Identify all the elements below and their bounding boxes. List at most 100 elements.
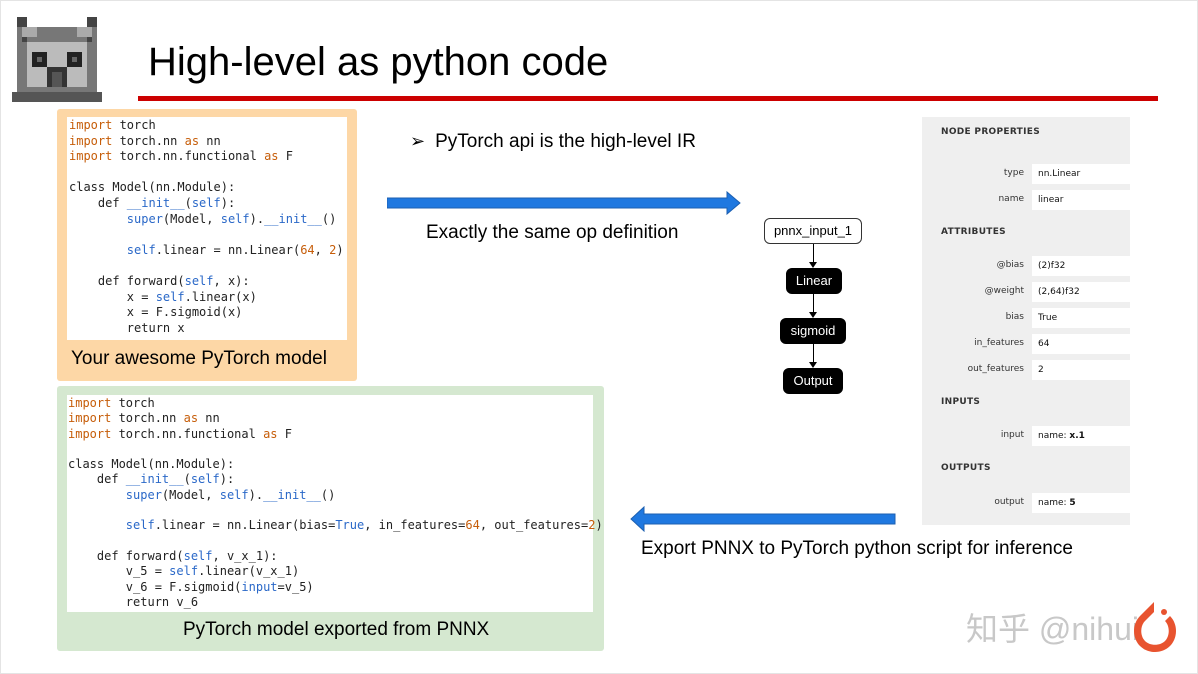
bullet-point: ➢PyTorch api is the high-level IR xyxy=(410,131,696,153)
code-token: =v_5) xyxy=(277,579,314,594)
code-token xyxy=(68,518,126,532)
pixel-cat-logo-icon xyxy=(12,17,102,102)
node-properties-panel: NODE PROPERTIES type nn.Linear name line… xyxy=(922,117,1130,525)
code-token: 2 xyxy=(329,242,337,257)
code-token: as xyxy=(263,426,278,441)
code-token: , in_features= xyxy=(364,518,466,533)
code-token: torch.nn.functional xyxy=(111,426,264,441)
code-token: , xyxy=(314,242,330,257)
code-token: ): xyxy=(220,195,236,210)
code-token: 64 xyxy=(300,242,315,257)
inputs-header: INPUTS xyxy=(941,397,981,407)
code-token: def forward( xyxy=(68,548,184,563)
graph-edge-arrowhead xyxy=(809,362,817,368)
export-note: Export PNNX to PyTorch python script for… xyxy=(641,538,1073,559)
code-token: nn xyxy=(199,133,221,148)
code-line: import torch.nn as nn xyxy=(68,411,592,426)
code-token: torch.nn xyxy=(111,411,184,426)
code-token xyxy=(69,243,127,257)
code-token: , out_features= xyxy=(479,518,589,533)
code-token: ): xyxy=(219,472,235,487)
code-token: 64 xyxy=(465,518,480,533)
code-line: x = F.sigmoid(x) xyxy=(69,305,345,321)
code-token: __init__ xyxy=(264,211,322,226)
bullet-text: PyTorch api is the high-level IR xyxy=(435,131,696,152)
attr-key: @weight xyxy=(984,286,1024,296)
code-token: .linear = nn.Linear(bias= xyxy=(154,518,336,533)
code-token: input xyxy=(241,579,278,594)
prop-value-type[interactable]: nn.Linear xyxy=(1032,164,1130,184)
code-token: .linear(x) xyxy=(184,289,257,304)
prop-value-name[interactable]: linear xyxy=(1032,190,1130,210)
code-token: return v_6 xyxy=(68,594,199,609)
code-token: ). xyxy=(249,211,265,226)
code-line xyxy=(68,534,592,549)
code-token: import xyxy=(68,396,112,410)
code-token: self xyxy=(183,548,213,563)
code-token: __init__ xyxy=(263,487,321,502)
code-token: self xyxy=(190,472,220,487)
code-token: F xyxy=(277,426,292,441)
code-token: nn xyxy=(198,411,220,426)
code-token: as xyxy=(264,149,279,164)
attr-value[interactable]: True xyxy=(1032,308,1130,328)
code-token: x = F.sigmoid(x) xyxy=(69,305,243,320)
graph-node-sigmoid[interactable]: sigmoid xyxy=(780,318,846,344)
code-token: super xyxy=(126,211,163,226)
code-token: self xyxy=(191,195,221,210)
code-line: return x xyxy=(69,321,345,337)
attr-value[interactable]: 64 xyxy=(1032,334,1130,354)
code-token: import xyxy=(68,426,112,441)
output-name-prefix: name: xyxy=(1038,498,1070,508)
watermark-text: 知乎 @nihui xyxy=(966,611,1139,647)
code-token: import xyxy=(69,133,113,148)
attr-key: @bias xyxy=(996,260,1024,270)
title-underline xyxy=(138,96,1158,101)
attributes-header: ATTRIBUTES xyxy=(941,227,1006,237)
graph-node-output[interactable]: Output xyxy=(783,368,843,394)
code-token: 2 xyxy=(588,518,596,533)
code-token: self xyxy=(184,273,214,288)
original-model-caption: Your awesome PyTorch model xyxy=(71,348,327,369)
code-token: () xyxy=(320,487,336,502)
code-line: def forward(self, v_x_1): xyxy=(68,549,592,564)
code-token: ). xyxy=(248,487,264,502)
code-token: v_6 = F.sigmoid( xyxy=(68,579,242,594)
code-line: return v_6 xyxy=(68,595,592,610)
output-value[interactable]: name: 5 xyxy=(1032,493,1130,513)
code-line xyxy=(69,258,345,274)
code-line xyxy=(68,503,592,518)
graph-node-input[interactable]: pnnx_input_1 xyxy=(764,218,862,244)
code-token: (Model, xyxy=(162,211,221,226)
slide-title: High-level as python code xyxy=(148,40,609,84)
input-value[interactable]: name: x.1 xyxy=(1032,426,1130,446)
code-token: self xyxy=(220,211,250,226)
code-line: v_5 = self.linear(v_x_1) xyxy=(68,564,592,579)
graph-node-linear[interactable]: Linear xyxy=(786,268,842,294)
code-token: self xyxy=(219,487,249,502)
code-token: ) xyxy=(595,518,603,533)
code-token: True xyxy=(335,518,365,533)
code-token: def xyxy=(68,472,126,487)
code-token: v_5 = xyxy=(68,564,170,579)
code-token: self xyxy=(169,564,199,579)
code-token: self xyxy=(155,289,185,304)
code-line: super(Model, self).__init__() xyxy=(68,488,592,503)
attr-value[interactable]: (2)f32 xyxy=(1032,256,1130,276)
code-token: as xyxy=(183,411,199,426)
code-token: ( xyxy=(183,472,191,487)
attr-value[interactable]: 2 xyxy=(1032,360,1130,380)
code-token: as xyxy=(184,133,200,148)
attr-value[interactable]: (2,64)f32 xyxy=(1032,282,1130,302)
attr-key: bias xyxy=(1005,312,1024,322)
node-properties-header: NODE PROPERTIES xyxy=(941,127,1040,137)
code-line: v_6 = F.sigmoid(input=v_5) xyxy=(68,580,592,595)
code-line xyxy=(69,227,345,243)
pytorch-flame-logo-icon xyxy=(1134,602,1176,652)
code-line: import torch xyxy=(68,396,592,411)
prop-key-type: type xyxy=(1003,168,1024,178)
input-name: x.1 xyxy=(1069,431,1085,441)
code-line: class Model(nn.Module): xyxy=(68,457,592,472)
code-token: def forward( xyxy=(69,273,185,288)
